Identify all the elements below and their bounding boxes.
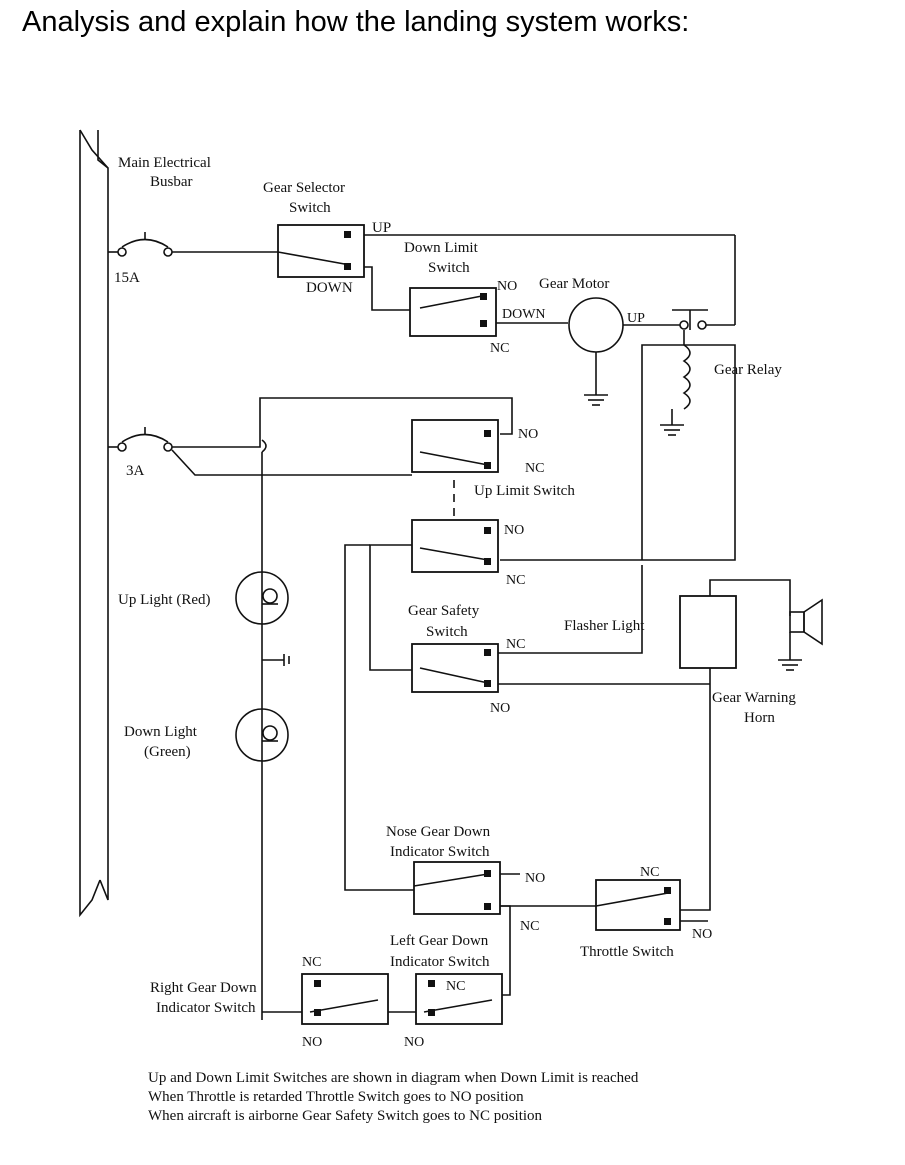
gear-relay	[500, 309, 736, 561]
up-limit-upper-no-label: NO	[518, 427, 538, 442]
gear-selector-switch	[277, 224, 736, 325]
nose-gear-down-indicator-switch	[344, 544, 596, 996]
left-gear-no-label: NO	[404, 1035, 424, 1050]
gear-motor-down-label: DOWN	[502, 307, 546, 322]
right-gear-nc-label: NC	[302, 955, 321, 970]
breaker-15a-label: 15A	[114, 270, 140, 286]
busbar-label-1: Main Electrical	[118, 155, 211, 171]
throttle-switch	[595, 879, 708, 931]
up-limit-switch-label: Up Limit Switch	[474, 483, 575, 499]
throttle-no-label: NO	[692, 927, 712, 942]
right-gear-down-indicator-switch	[262, 973, 389, 1025]
gear-safety-no-label: NO	[490, 701, 510, 716]
gear-motor	[568, 297, 680, 406]
down-light-green	[235, 708, 289, 762]
up-limit-switch-lower	[369, 519, 499, 671]
down-limit-label-2: Switch	[428, 260, 470, 276]
note-3: When aircraft is airborne Gear Safety Sw…	[148, 1108, 543, 1124]
nose-gear-label-2: Indicator Switch	[390, 844, 490, 860]
indicator-light-wiring	[261, 439, 267, 1020]
nose-gear-no-label: NO	[525, 871, 545, 886]
left-gear-nc-label: NC	[446, 979, 465, 994]
up-limit-lower-nc-label: NC	[506, 573, 525, 588]
up-light-label: Up Light (Red)	[118, 592, 210, 608]
down-limit-no-label: NO	[497, 279, 517, 294]
down-limit-nc-label: NC	[490, 341, 509, 356]
breaker-15a	[108, 232, 278, 257]
nose-gear-nc-label: NC	[520, 919, 539, 934]
breaker-3a-label: 3A	[126, 463, 145, 479]
up-limit-lower-no-label: NO	[504, 523, 524, 538]
left-gear-down-indicator-switch	[388, 973, 503, 1025]
note-1: Up and Down Limit Switches are shown in …	[148, 1070, 639, 1086]
left-gear-label-1: Left Gear Down	[390, 933, 489, 949]
gear-selector-label-2: Switch	[289, 200, 331, 216]
flasher-light-label: Flasher Light	[564, 618, 645, 634]
gear-selector-down-label: DOWN	[306, 280, 353, 296]
up-limit-switch-upper	[411, 419, 499, 473]
gear-safety-nc-label: NC	[506, 637, 525, 652]
gear-selector-up-label: UP	[372, 220, 391, 236]
gear-warning-horn	[679, 579, 823, 911]
down-light-label-2: (Green)	[144, 744, 191, 760]
up-light-red	[235, 571, 290, 666]
throttle-nc-label: NC	[640, 865, 659, 880]
question-heading: Analysis and explain how the landing sys…	[22, 6, 690, 38]
warning-horn-label-1: Gear Warning	[712, 690, 796, 706]
left-gear-label-2: Indicator Switch	[390, 954, 490, 970]
breaker-3a	[108, 397, 513, 476]
gear-motor-label: Gear Motor	[539, 276, 609, 292]
gear-safety-label-1: Gear Safety	[408, 603, 480, 619]
down-limit-label-1: Down Limit	[404, 240, 479, 256]
right-gear-no-label: NO	[302, 1035, 322, 1050]
note-2: When Throttle is retarded Throttle Switc…	[148, 1089, 524, 1105]
warning-horn-label-2: Horn	[744, 710, 775, 726]
throttle-switch-label: Throttle Switch	[580, 944, 674, 960]
down-limit-switch	[409, 287, 568, 337]
right-gear-label-2: Indicator Switch	[156, 1000, 256, 1016]
gear-motor-up-label: UP	[627, 311, 645, 326]
down-light-label-1: Down Light	[124, 724, 198, 740]
gear-relay-label: Gear Relay	[714, 362, 782, 378]
gear-safety-switch	[411, 565, 710, 693]
busbar-label-2: Busbar	[150, 174, 193, 190]
gear-safety-label-2: Switch	[426, 624, 468, 640]
gear-selector-label-1: Gear Selector	[263, 180, 345, 196]
main-busbar	[79, 129, 109, 918]
right-gear-label-1: Right Gear Down	[150, 980, 257, 996]
nose-gear-label-1: Nose Gear Down	[386, 824, 491, 840]
up-limit-upper-nc-label: NC	[525, 461, 544, 476]
